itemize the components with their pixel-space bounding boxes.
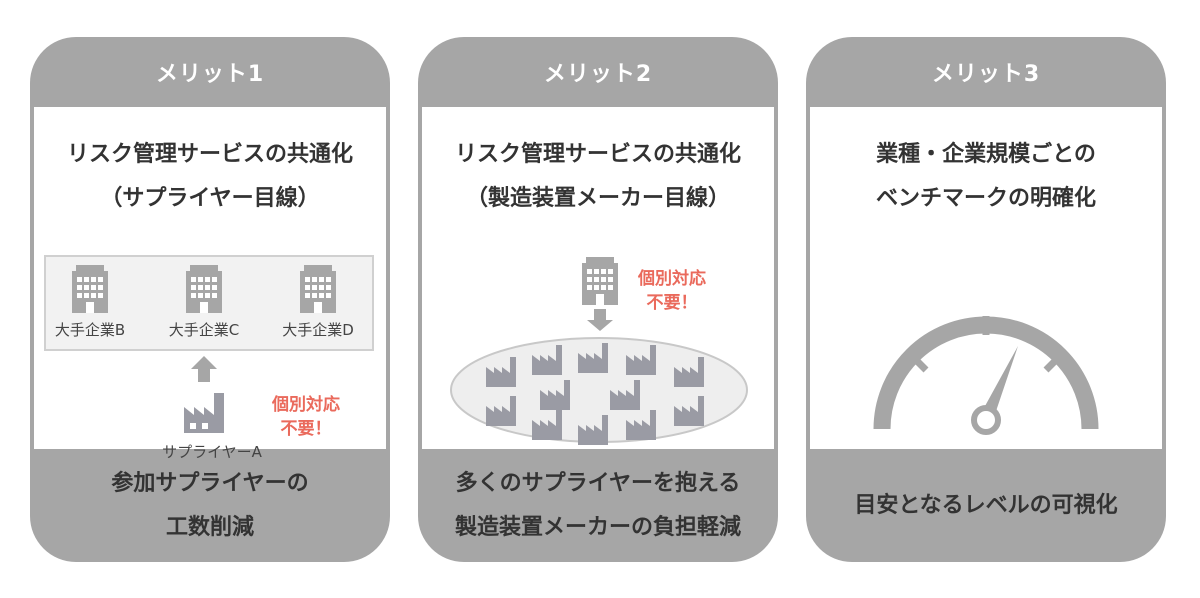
card-title: リスク管理サービスの共通化 （製造装置メーカー目線） xyxy=(422,133,774,221)
card-body: リスク管理サービスの共通化 （サプライヤー目線） 大手企業B 大手企業C 大手企… xyxy=(34,107,386,461)
company-label: 大手企業D xyxy=(282,321,354,339)
title-line: （サプライヤー目線） xyxy=(100,186,320,211)
factory-icon xyxy=(674,396,704,426)
no-individual-support-note: 個別対応 不要！ xyxy=(256,393,356,441)
footer-line: 目安となるレベルの可視化 xyxy=(854,492,1118,518)
title-line: （製造装置メーカー目線） xyxy=(465,186,730,211)
supplier-label: サプライヤーA xyxy=(162,443,262,461)
card-body: リスク管理サービスの共通化 （製造装置メーカー目線） 個別対応 不要！ xyxy=(422,107,774,449)
card-title: 業種・企業規模ごとの ベンチマークの明確化 xyxy=(810,133,1162,221)
arrow-up-icon xyxy=(191,356,217,382)
factory-icon xyxy=(626,345,656,375)
factory-icon xyxy=(674,357,704,387)
card-header: メリット2 xyxy=(543,62,653,87)
arrow-down-icon xyxy=(587,309,613,331)
factory-icon xyxy=(540,380,570,410)
building-icon xyxy=(582,257,618,305)
factory-icon xyxy=(610,380,640,410)
factory-icon xyxy=(486,357,516,387)
factory-icon xyxy=(184,393,224,433)
note-line: 不要！ xyxy=(646,293,698,313)
card-footer: 目安となるレベルの可視化 xyxy=(806,449,1166,562)
factory-icon xyxy=(486,396,516,426)
note-line: 個別対応 xyxy=(638,269,706,289)
footer-line: 工数削減 xyxy=(165,514,254,540)
building-icon xyxy=(72,265,108,313)
merit-card-2: メリット2 リスク管理サービスの共通化 （製造装置メーカー目線） 個別対応 不要… xyxy=(418,37,778,562)
merit-card-1: メリット1 リスク管理サービスの共通化 （サプライヤー目線） 大手企業B 大手企… xyxy=(30,37,390,562)
factory-icon xyxy=(532,410,562,440)
footer-line: 多くのサプライヤーを抱える xyxy=(455,470,741,496)
title-line: リスク管理サービスの共通化 xyxy=(454,142,741,167)
card-header: メリット1 xyxy=(155,62,265,87)
note-line: 個別対応 xyxy=(272,395,340,415)
speedometer-icon xyxy=(873,316,1099,435)
merit-card-3: メリット3 業種・企業規模ごとの ベンチマークの明確化 目安となるレベルの可視化 xyxy=(806,37,1166,562)
card-footer: 多くのサプライヤーを抱える 製造装置メーカーの負担軽減 xyxy=(418,449,778,562)
factory-icon xyxy=(578,415,608,445)
card-footer: 参加サプライヤーの 工数削減 xyxy=(30,449,390,562)
title-line: ベンチマークの明確化 xyxy=(875,186,1096,211)
footer-line: 参加サプライヤーの xyxy=(111,470,309,496)
footer-line: 製造装置メーカーの負担軽減 xyxy=(454,514,741,540)
card-body: 業種・企業規模ごとの ベンチマークの明確化 xyxy=(810,107,1162,449)
note-line: 不要！ xyxy=(280,419,332,439)
company-label: 大手企業C xyxy=(168,321,240,339)
building-icon xyxy=(186,265,222,313)
factory-icon xyxy=(626,410,656,440)
no-individual-support-note: 個別対応 不要！ xyxy=(622,267,722,315)
building-icon xyxy=(300,265,336,313)
factory-icon xyxy=(578,343,608,373)
title-line: リスク管理サービスの共通化 xyxy=(66,142,353,167)
factory-icon xyxy=(532,345,562,375)
company-label: 大手企業B xyxy=(54,321,126,339)
title-line: 業種・企業規模ごとの xyxy=(876,142,1096,167)
card-title: リスク管理サービスの共通化 （サプライヤー目線） xyxy=(34,133,386,221)
card-header: メリット3 xyxy=(931,62,1041,87)
